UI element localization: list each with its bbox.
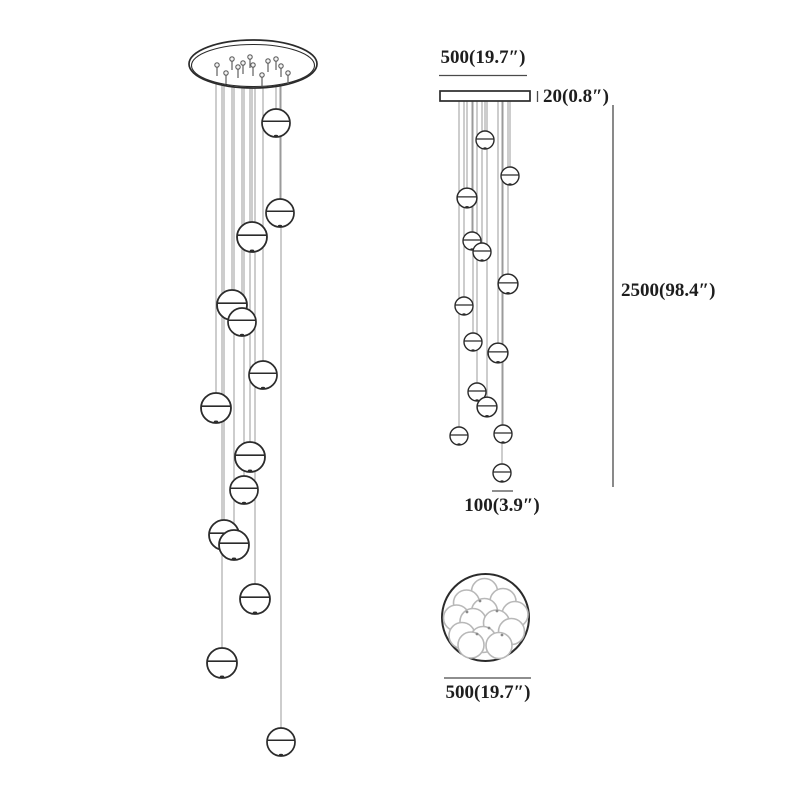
pendant-sphere	[476, 396, 498, 418]
pendant-sphere	[463, 332, 483, 352]
label-top-view-diameter: 500(19.7″)	[445, 682, 531, 703]
pendant-sphere	[200, 392, 232, 424]
cord-gripper	[278, 63, 284, 77]
label-canopy-thickness: 20(0.8″)	[543, 86, 609, 107]
pendant-sphere	[218, 529, 250, 561]
pendant-sphere	[487, 342, 509, 364]
cord-gripper	[235, 64, 241, 78]
cord-gripper	[250, 62, 256, 76]
cord-gripper	[247, 54, 253, 68]
top-view-spheres	[442, 577, 529, 660]
cord-gripper	[229, 56, 235, 70]
dimension-side-view	[439, 74, 614, 492]
label-overall-height: 2500(98.4″)	[621, 280, 716, 301]
pendant-sphere	[475, 130, 495, 150]
pendant-sphere	[236, 221, 268, 253]
top-view-sphere	[457, 631, 485, 659]
pendant-sphere	[239, 583, 271, 615]
label-canopy-width: 500(19.7″)	[440, 47, 526, 68]
ceiling-plate	[439, 90, 531, 102]
chandelier-front-view	[188, 39, 318, 757]
pendant-sphere	[472, 242, 492, 262]
pendant-sphere	[449, 426, 469, 446]
pendant-sphere	[206, 647, 238, 679]
top-view-sphere	[485, 631, 513, 660]
cord-gripper	[240, 60, 246, 74]
pendant-sphere	[266, 727, 296, 757]
pendant-sphere	[229, 475, 259, 505]
pendant-sphere	[227, 307, 257, 337]
cord-gripper	[259, 72, 265, 86]
cord-gripper	[214, 62, 220, 76]
pendant-sphere	[248, 360, 278, 390]
cord-gripper	[265, 58, 271, 72]
top-view-cord-dots	[465, 599, 504, 637]
pendant-sphere	[456, 187, 478, 209]
cord-grippers	[214, 54, 291, 86]
label-sphere-diameter: 100(3.9″)	[464, 495, 540, 516]
cord-gripper	[273, 56, 279, 70]
pendant-spheres-side	[449, 130, 520, 483]
pendant-sphere	[493, 424, 513, 444]
pendant-sphere	[261, 108, 291, 138]
pendant-sphere	[454, 296, 474, 316]
cord-gripper	[285, 70, 291, 84]
cord-gripper	[223, 70, 229, 84]
pendant-sphere	[500, 166, 520, 186]
dimension-top-view	[441, 573, 531, 679]
pendant-sphere	[234, 441, 266, 473]
pendant-sphere	[265, 198, 295, 228]
pendant-sphere	[497, 273, 519, 295]
pendant-sphere	[492, 463, 512, 483]
